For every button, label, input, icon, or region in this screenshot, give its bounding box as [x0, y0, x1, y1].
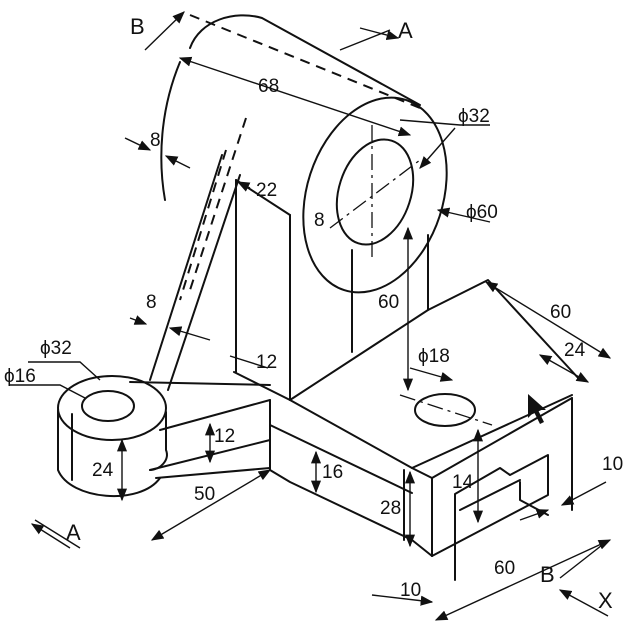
dim-10-bottom: 10 — [400, 580, 421, 601]
dim-60-width: 60 — [550, 302, 571, 323]
dim-12-b: 12 — [214, 426, 235, 447]
plane-label-a-top: A — [398, 18, 413, 43]
dim-50: 50 — [194, 484, 215, 505]
dim-phi18: ϕ18 — [418, 346, 450, 367]
dim-phi32-top: ϕ32 — [458, 106, 490, 127]
dim-14: 14 — [452, 472, 474, 493]
dim-60-length: 60 — [494, 558, 515, 579]
plane-label-b-top: B — [130, 14, 145, 39]
base-block — [233, 279, 581, 581]
inclined-rib — [149, 117, 247, 391]
dim-16: 16 — [322, 462, 343, 483]
dim-12-a: 12 — [256, 352, 277, 373]
dimension-labels: B A 68 8 ϕ32 ϕ60 22 8 8 60 60 24 ϕ18 ϕ32… — [4, 14, 623, 613]
dim-phi32-boss: ϕ32 — [40, 338, 72, 359]
dim-8-web: 8 — [314, 210, 325, 231]
dim-28: 28 — [380, 498, 401, 519]
dim-phi60: ϕ60 — [466, 202, 498, 223]
dimension-lines — [10, 11, 612, 621]
dim-22: 22 — [256, 180, 277, 201]
dim-24-slot: 24 — [564, 340, 586, 361]
mouse-cursor-icon — [528, 394, 546, 424]
dim-60-height: 60 — [378, 292, 399, 313]
dim-68: 68 — [258, 76, 279, 97]
view-label-x: X — [598, 588, 613, 613]
boss-and-arm — [57, 375, 271, 498]
dim-24-boss: 24 — [92, 460, 114, 481]
vertical-web — [235, 179, 429, 401]
plane-label-a-bottom: A — [66, 520, 81, 545]
dim-10-side: 10 — [602, 454, 623, 475]
dim-8-mid: 8 — [146, 292, 157, 313]
dim-8-top: 8 — [150, 130, 161, 151]
dim-phi16: ϕ16 — [4, 366, 36, 387]
plane-label-b-bottom: B — [540, 562, 555, 587]
